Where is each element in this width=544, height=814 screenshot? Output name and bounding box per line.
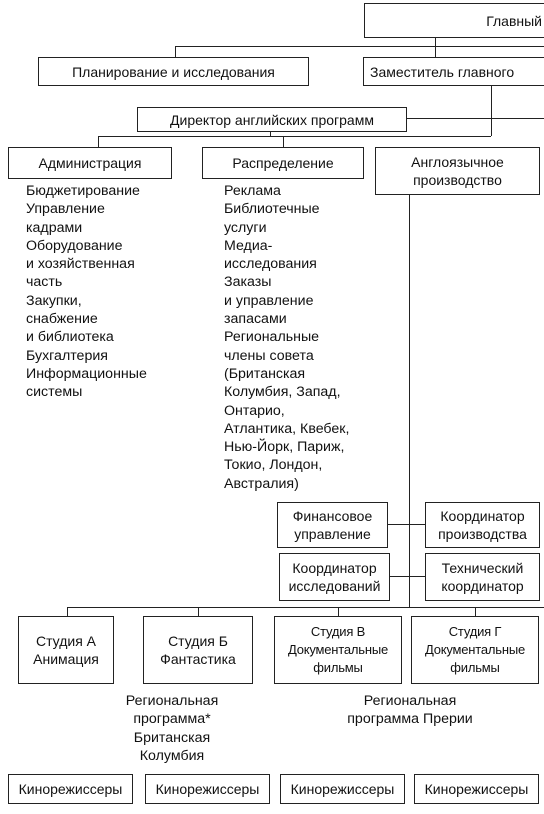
studio-a-label: Студия А Анимация bbox=[33, 633, 99, 667]
studio-d-label: Студия Г Документальные фильмы bbox=[424, 624, 526, 675]
studio-b-label: Студия Б Фантастика bbox=[160, 633, 236, 667]
distribution-label: Распределение bbox=[232, 155, 334, 171]
tech-coord-label: Технический координатор bbox=[441, 560, 524, 594]
chief-box: Главный bbox=[364, 3, 544, 38]
connector-studio-c bbox=[338, 607, 340, 617]
regional-bc-text: Региональная программа* Британская Колум… bbox=[125, 693, 219, 764]
admin-label: Администрация bbox=[38, 155, 142, 171]
connector-research-tech bbox=[390, 576, 426, 578]
connector-planning bbox=[175, 46, 177, 58]
directors-label-3: Кинорежиссеры bbox=[290, 781, 395, 797]
connector-studios bbox=[67, 607, 544, 609]
connector-top bbox=[175, 46, 544, 48]
directors-label-2: Кинорежиссеры bbox=[155, 781, 260, 797]
connector-production-main bbox=[409, 194, 411, 607]
directors-box-4: Кинорежиссеры bbox=[414, 774, 539, 804]
connector-director-down bbox=[270, 130, 272, 136]
distribution-box: Распределение bbox=[202, 147, 364, 179]
directors-box-1: Кинорежиссеры bbox=[8, 774, 133, 804]
prod-coord-label: Координатор производства bbox=[438, 508, 527, 542]
director-box: Директор английских программ bbox=[137, 107, 407, 132]
connector-studio-d bbox=[475, 607, 477, 617]
connector-distribution bbox=[283, 136, 285, 148]
studio-a-box: Студия А Анимация bbox=[18, 616, 114, 684]
regional-prairie-text: Региональная программа Прерии bbox=[347, 693, 473, 728]
connector-studio-a bbox=[67, 607, 69, 617]
connector-finance-prod bbox=[388, 524, 426, 526]
admin-functions-list: Бюджетирование Управление кадрами Оборуд… bbox=[26, 183, 147, 401]
deputy-label: Заместитель главного bbox=[370, 63, 515, 80]
connector-departments bbox=[98, 136, 491, 138]
studio-b-box: Студия Б Фантастика bbox=[143, 616, 253, 684]
finance-box: Финансовое управление bbox=[277, 502, 388, 548]
connector-deputy-director bbox=[491, 86, 493, 136]
production-box: Англоязычное производство bbox=[375, 147, 540, 195]
director-label: Директор английских программ bbox=[170, 111, 374, 128]
planning-box: Планирование и исследования bbox=[38, 57, 309, 86]
research-coord-box: Координатор исследований bbox=[279, 553, 390, 601]
connector-director-right bbox=[407, 118, 544, 120]
connector-studio-b bbox=[198, 607, 200, 617]
planning-label: Планирование и исследования bbox=[72, 63, 275, 80]
studio-c-label: Студия В Документальные фильмы bbox=[287, 624, 389, 675]
directors-box-2: Кинорежиссеры bbox=[145, 774, 270, 804]
directors-box-3: Кинорежиссеры bbox=[280, 774, 405, 804]
research-coord-label: Координатор исследований bbox=[288, 560, 381, 594]
tech-coord-box: Технический координатор bbox=[425, 553, 540, 601]
finance-label: Финансовое управление bbox=[292, 508, 373, 542]
studio-d-box: Студия Г Документальные фильмы bbox=[411, 616, 539, 684]
studio-c-box: Студия В Документальные фильмы bbox=[274, 616, 402, 684]
admin-box: Администрация bbox=[8, 147, 172, 179]
prod-coord-box: Координатор производства bbox=[425, 502, 540, 548]
connector-deputy bbox=[435, 38, 437, 58]
directors-label-4: Кинорежиссеры bbox=[424, 781, 529, 797]
connector-admin bbox=[98, 136, 100, 148]
production-label: Англоязычное производство bbox=[411, 154, 504, 188]
directors-label-1: Кинорежиссеры bbox=[18, 781, 123, 797]
distribution-functions-list: Реклама Библиотечные услуги Медиа- иссле… bbox=[224, 183, 350, 492]
chief-label: Главный bbox=[486, 12, 542, 29]
deputy-box: Заместитель главного bbox=[363, 57, 544, 86]
